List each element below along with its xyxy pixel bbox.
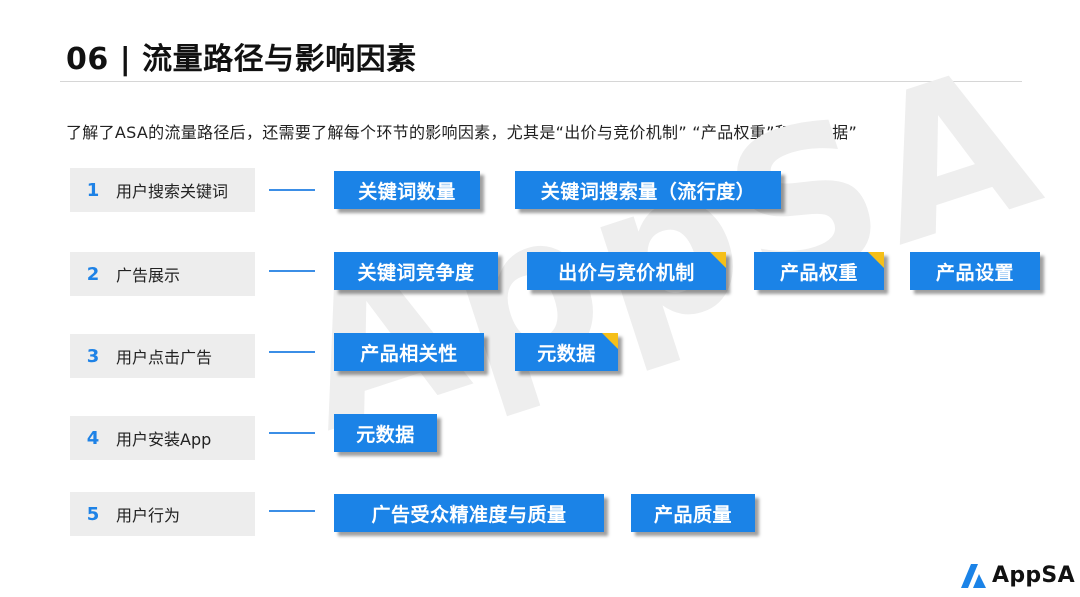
connector-line [269, 432, 315, 434]
tag-label: 出价与竞价机制 [558, 261, 695, 284]
page-title: 06 | 流量路径与影响因素 [66, 42, 417, 77]
tag-product-quality: 产品质量 [631, 494, 755, 532]
highlight-corner-flag [710, 252, 726, 268]
step-label: 广告展示 [116, 266, 181, 285]
appsa-logo: AppSA [959, 561, 1075, 589]
step-number: 5 [86, 503, 100, 525]
tag-product-relevance: 产品相关性 [334, 333, 484, 371]
step-label: 用户行为 [116, 506, 181, 525]
step-number: 2 [86, 263, 100, 285]
tag-ad-audience-precision: 广告受众精准度与质量 [334, 494, 604, 532]
step-label: 用户安装App [116, 430, 212, 449]
step-number: 1 [86, 179, 100, 201]
logo-text: AppSA [992, 562, 1075, 588]
highlight-corner-flag [602, 333, 618, 349]
tag-product-settings: 产品设置 [910, 252, 1040, 290]
highlight-corner-flag [868, 252, 884, 268]
connector-line [269, 270, 315, 272]
title-divider [60, 81, 1022, 82]
tag-label: 元数据 [537, 342, 596, 365]
appsa-logo-icon [961, 564, 986, 588]
step-5: 5 用户行为 [70, 492, 255, 536]
tag-metadata: 元数据 [334, 414, 437, 452]
step-number: 3 [86, 345, 100, 367]
step-4: 4 用户安装App [70, 416, 255, 460]
tag-keyword-count: 关键词数量 [334, 171, 480, 209]
step-number: 4 [86, 427, 100, 449]
tag-product-weight: 产品权重 [754, 252, 884, 290]
connector-line [269, 189, 315, 191]
tag-metadata: 元数据 [515, 333, 618, 371]
tag-label: 产品权重 [779, 261, 858, 284]
connector-line [269, 510, 315, 512]
step-1: 1 用户搜索关键词 [70, 168, 255, 212]
step-label: 用户点击广告 [116, 348, 213, 367]
tag-keyword-competition: 关键词竞争度 [334, 252, 498, 290]
tag-bidding-mechanism: 出价与竞价机制 [527, 252, 726, 290]
tag-keyword-search-volume: 关键词搜索量（流行度） [515, 171, 781, 209]
intro-text: 了解了ASA的流量路径后，还需要了解每个环节的影响因素，尤其是“出价与竞价机制”… [66, 123, 858, 142]
step-2: 2 广告展示 [70, 252, 255, 296]
connector-line [269, 351, 315, 353]
step-label: 用户搜索关键词 [116, 182, 229, 201]
watermark: AppSA [270, 20, 1065, 477]
step-3: 3 用户点击广告 [70, 334, 255, 378]
